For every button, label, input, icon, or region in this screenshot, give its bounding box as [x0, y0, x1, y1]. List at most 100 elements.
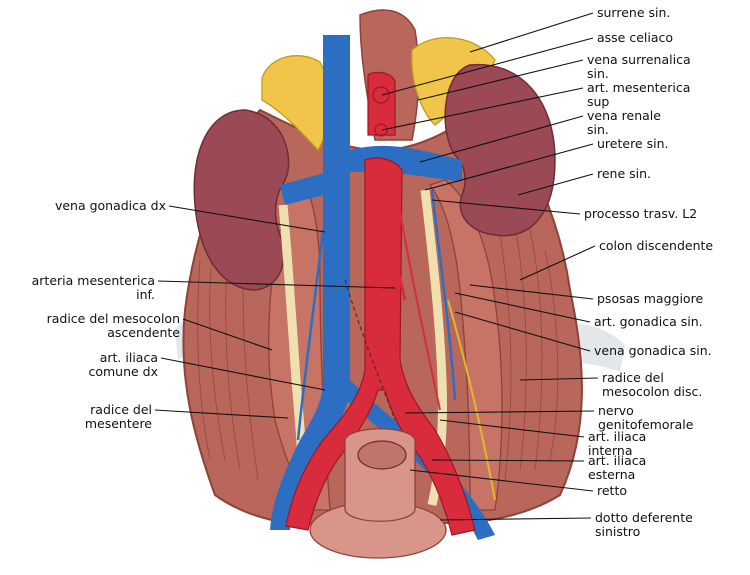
right-gonadal-vein — [296, 229, 325, 441]
leader-art-gonadica-sin — [454, 292, 591, 323]
label-line: sin. — [587, 66, 609, 81]
leader-lines — [154, 12, 599, 521]
label-line: colon discendente — [599, 238, 713, 253]
aorta — [285, 157, 476, 536]
label-vena-gonadica-sin: vena gonadica sin. — [594, 343, 712, 358]
label-line: art. gonadica sin. — [594, 314, 703, 329]
label-line: radice del — [90, 402, 152, 417]
muscle-fibres — [197, 224, 559, 481]
label-rene-sin: rene sin. — [597, 166, 651, 181]
leader-uretere-sin — [424, 143, 594, 191]
label-art-gonadica-sin: art. gonadica sin. — [594, 314, 703, 329]
label-line: esterna — [588, 467, 635, 482]
leader-art-mesenterica-sup — [381, 87, 584, 131]
leader-dotto-deferente-sinistro — [439, 517, 592, 521]
leader-vena-surrenalica-sin — [417, 59, 584, 101]
label-retto: retto — [597, 483, 627, 498]
label-psosas-maggiore: psosas maggiore — [597, 291, 703, 306]
leader-surrene-sin — [469, 12, 594, 53]
label-surrene-sin: surrene sin. — [597, 5, 670, 20]
label-vena-gonadica-dx: vena gonadica dx — [55, 198, 166, 213]
label-line: art. iliaca — [588, 429, 646, 444]
label-line: psosas maggiore — [597, 291, 703, 306]
label-line: vena gonadica sin. — [594, 343, 712, 358]
label-line: radice del mesocolon — [47, 311, 180, 326]
leader-radice-mesocolon-disc — [519, 377, 599, 381]
leader-nervo-genitofemorale — [404, 410, 595, 414]
leader-vena-gonadica-dx — [168, 205, 326, 233]
label-line: genitofemorale — [598, 417, 694, 432]
label-line: interna — [588, 443, 633, 458]
label-line: nervo — [598, 403, 634, 418]
label-line: sup — [587, 94, 609, 109]
leader-rene-sin — [517, 173, 594, 196]
celiac-trunk — [367, 71, 396, 136]
label-line: mesocolon disc. — [602, 384, 702, 399]
leader-retto — [409, 469, 594, 492]
label-line: inf. — [136, 287, 155, 302]
celiac-origin — [372, 86, 390, 104]
label-line: ascendente — [107, 325, 180, 340]
label-colon-discendente: colon discendente — [599, 238, 713, 253]
label-line: art. iliaca — [100, 350, 158, 365]
label-line: vena gonadica dx — [55, 198, 166, 213]
label-line: asse celiaco — [597, 30, 673, 45]
inferior-vena-cava — [270, 35, 350, 530]
label-processo-trasv-l2: processo trasv. L2 — [584, 206, 697, 221]
renal-vein-right — [280, 170, 335, 205]
labels-right: surrene sin. asse celiaco vena surrenalica… — [584, 5, 713, 539]
label-line: rene sin. — [597, 166, 651, 181]
inferior-mesenteric-artery — [390, 254, 407, 301]
label-asse-celiaco: asse celiaco — [597, 30, 673, 45]
mesentery-root-line — [344, 279, 396, 421]
label-line: retto — [597, 483, 627, 498]
label-line: vena renale — [587, 108, 661, 123]
label-line: surrene sin. — [597, 5, 670, 20]
label-line: comune dx — [88, 364, 158, 379]
leader-vena-gonadica-sin — [454, 311, 591, 352]
label-line: art. iliaca — [588, 453, 646, 468]
left-gonadal-artery — [397, 199, 441, 411]
label-line: vena surrenalica — [587, 52, 691, 67]
sma-origin — [374, 123, 388, 137]
psoas-left-muscle — [428, 179, 503, 511]
label-line: dotto deferente — [595, 510, 693, 525]
leader-processo-trasv-l2 — [431, 199, 581, 215]
leader-art-iliaca-comune-dx — [160, 357, 326, 391]
label-line: art. mesenterica — [587, 80, 690, 95]
leader-arteria-mesenterica-inf — [157, 280, 396, 289]
label-line: uretere sin. — [597, 136, 668, 151]
leader-art-iliaca-interna — [439, 419, 585, 438]
label-uretere-sin: uretere sin. — [597, 136, 668, 151]
leader-colon-discendente — [519, 245, 596, 281]
left-gonadal-vein — [430, 189, 457, 401]
leader-radice-mesentere — [154, 409, 289, 419]
leader-radice-mesocolon-ascendente — [182, 318, 273, 351]
label-line: processo trasv. L2 — [584, 206, 697, 221]
label-line: mesentere — [85, 416, 152, 431]
leader-psosas-maggiore — [469, 284, 594, 300]
renal-vein-left — [350, 145, 462, 182]
label-line: sin. — [587, 122, 609, 137]
leader-asse-celiaco — [381, 37, 594, 96]
label-line: sinistro — [595, 524, 640, 539]
label-line: radice del — [602, 370, 664, 385]
genitofemoral-nerve — [447, 299, 496, 501]
label-line: arteria mesenterica — [32, 273, 155, 288]
leader-vena-renale-sin — [419, 115, 584, 163]
